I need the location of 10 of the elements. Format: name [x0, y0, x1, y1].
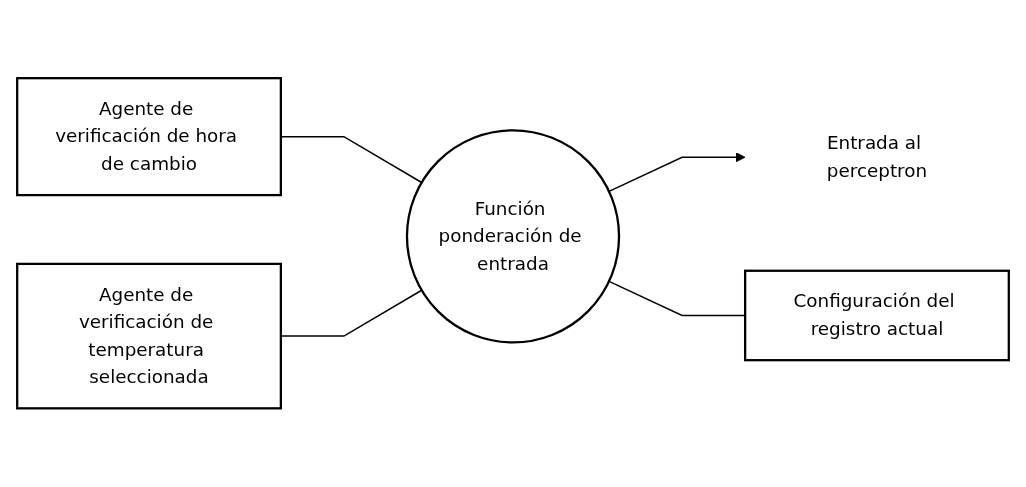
- connector: [280, 289, 423, 338]
- node-box: [744, 269, 1010, 362]
- connector: [608, 280, 746, 317]
- node-box: [16, 77, 282, 197]
- node-circle: [405, 129, 621, 344]
- node-box: [16, 263, 282, 410]
- flowchart-diagram: Agente de verificación de hora de cambio Agente de verificación de temperatura seleccionada Función ponderación de entrada Entrada al perceptron Configuración del registro actual: [8, 69, 1018, 418]
- connector: [280, 136, 423, 184]
- arrow: [608, 152, 746, 193]
- node-text: Entrada al perceptron: [826, 132, 928, 182]
